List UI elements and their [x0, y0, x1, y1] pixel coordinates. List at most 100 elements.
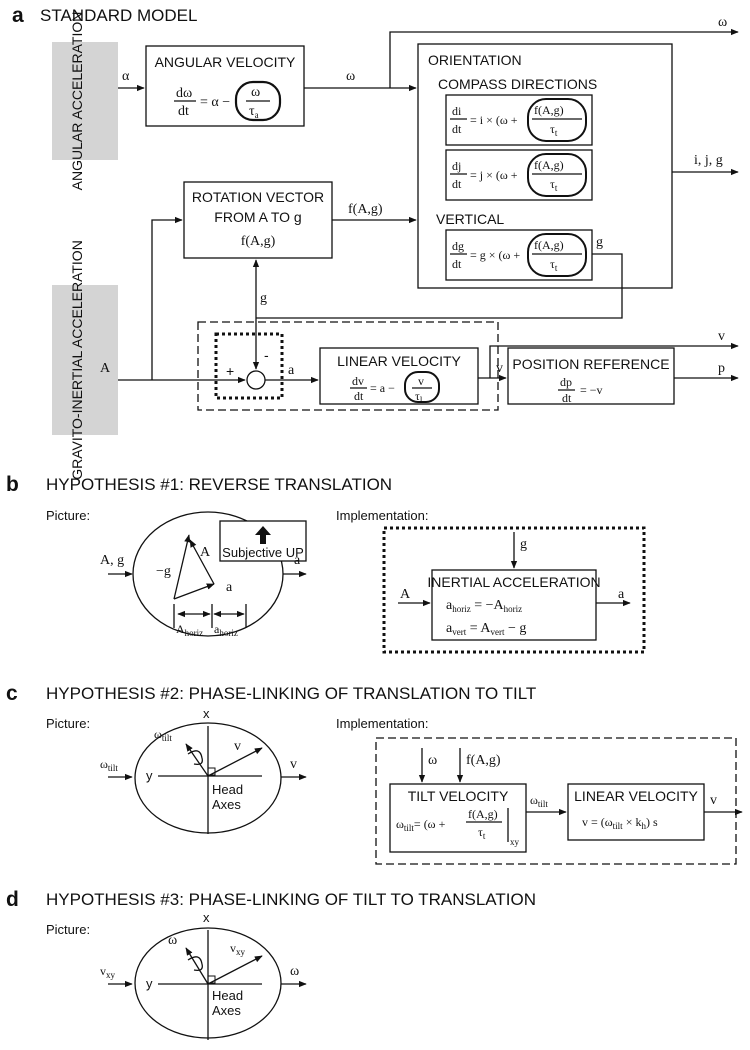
inertial-acceleration-box: [431, 569, 597, 641]
svg-text:dv: dv: [352, 374, 364, 388]
svg-text:= i × (ω +: = i × (ω +: [470, 113, 518, 127]
position-reference-box: [507, 347, 675, 405]
svg-text:p: p: [718, 361, 725, 376]
svg-text:v: v: [290, 757, 297, 772]
panel-b-implementation-label: Implementation:: [336, 508, 429, 523]
minus-sign: -: [264, 347, 269, 363]
panel-d-picture-label: Picture:: [46, 922, 90, 937]
panel-c-axes-label: Axes: [212, 797, 241, 812]
rotation-vector-expression: f(A,g): [241, 234, 276, 249]
svg-text:= a −: = a −: [370, 381, 395, 395]
panel-d-axes-label: Axes: [212, 1003, 241, 1018]
svg-text:dt: dt: [452, 177, 462, 191]
compass-i-equation: di dt = i × (ω + f(A,g) τt: [445, 94, 593, 146]
panel-c-head-label: Head: [212, 782, 243, 797]
svg-text:dt: dt: [354, 389, 364, 403]
svg-text:v: v: [418, 374, 424, 388]
svg-text:di: di: [452, 104, 462, 118]
svg-text:−g: −g: [156, 564, 171, 579]
a-vert-equation: avert = Avert − g: [446, 621, 526, 637]
compass-j-equation: dj dt = j × (ω + f(A,g) τt: [445, 149, 593, 201]
panel-c-x-label: x: [203, 706, 210, 721]
svg-text:= α −: = α −: [200, 95, 230, 110]
inertial-acceleration-label: INERTIAL ACCELERATION: [427, 574, 600, 590]
panel-c-picture-label: Picture:: [46, 716, 90, 731]
svg-text:= j × (ω +: = j × (ω +: [470, 168, 518, 182]
panel-a: a STANDARD MODEL ANGULAR ACCELERATION GR…: [12, 4, 739, 480]
svg-text:τl: τl: [415, 389, 423, 405]
panel-a-connectors: α ω ω i, j, g f(A,g) A g g a v v p: [100, 15, 739, 384]
svg-text:= −v: = −v: [580, 383, 603, 397]
plus-sign: +: [226, 363, 234, 379]
svg-text:f(A,g): f(A,g): [466, 753, 501, 768]
translation-dashed-box: [197, 321, 499, 411]
svg-text:dg: dg: [452, 239, 464, 253]
svg-text:α: α: [122, 69, 130, 84]
panel-c-axes: x y Head Axes ωtilt v ωtilt v: [100, 706, 307, 834]
panel-c-impl-connectors: ω f(A,g) ωtilt v: [418, 748, 743, 816]
svg-text:ωtilt: ωtilt: [530, 793, 548, 809]
svg-text:ω: ω: [251, 85, 260, 100]
svg-text:ωtilt: ωtilt: [154, 727, 172, 743]
svg-text:dω: dω: [176, 86, 192, 101]
svg-text:ω: ω: [718, 15, 727, 30]
svg-text:ωtilt: ωtilt: [100, 757, 118, 773]
svg-text:v: v: [718, 329, 725, 344]
svg-text:f(A,g): f(A,g): [534, 158, 564, 172]
panel-b-letter: b: [6, 473, 19, 496]
svg-text:τt: τt: [550, 257, 558, 273]
svg-text:τt: τt: [550, 177, 558, 193]
panel-b: b HYPOTHESIS #1: REVERSE TRANSLATION Pic…: [6, 473, 646, 654]
up-arrow-icon: [255, 526, 271, 544]
svg-text:dj: dj: [452, 159, 461, 173]
svg-text:g: g: [596, 235, 603, 250]
orientation-label: ORIENTATION: [428, 52, 522, 68]
svg-text:A, g: A, g: [100, 553, 124, 568]
svg-text:ω: ω: [290, 964, 299, 979]
panel-d-letter: d: [6, 888, 19, 911]
panel-b-title: HYPOTHESIS #1: REVERSE TRANSLATION: [46, 475, 392, 494]
svg-text:v: v: [496, 361, 503, 376]
angular-velocity-label: ANGULAR VELOCITY: [155, 54, 296, 70]
svg-text:v: v: [234, 739, 241, 754]
svg-text:τt: τt: [478, 825, 486, 841]
svg-text:g: g: [520, 537, 527, 552]
panel-d-head-label: Head: [212, 988, 243, 1003]
svg-text:f(A,g): f(A,g): [534, 238, 564, 252]
svg-text:f(A,g): f(A,g): [348, 202, 383, 217]
panel-c-linear-velocity-box: [567, 783, 705, 841]
gravito-inertial-block: [52, 285, 118, 435]
vertical-label: VERTICAL: [436, 211, 504, 227]
panel-c-implementation-label: Implementation:: [336, 716, 429, 731]
svg-text:ω: ω: [168, 933, 177, 948]
svg-text:dt: dt: [562, 391, 572, 405]
panel-c-linear-velocity-label: LINEAR VELOCITY: [574, 788, 698, 804]
panel-a-letter: a: [12, 4, 24, 27]
tilt-velocity-label: TILT VELOCITY: [408, 788, 509, 804]
svg-text:A: A: [100, 361, 111, 376]
svg-text:a: a: [294, 553, 301, 568]
svg-text:i, j, g: i, j, g: [694, 153, 723, 168]
panel-c-linear-velocity-equation: v = (ωtilt × kh) s: [582, 815, 658, 831]
angular-acceleration-label: ANGULAR ACCELERATION: [69, 12, 85, 191]
svg-text:dp: dp: [560, 375, 572, 389]
svg-text:xy: xy: [510, 837, 520, 847]
svg-text:f(A,g): f(A,g): [534, 103, 564, 117]
panel-d-x-label: x: [203, 910, 210, 925]
position-reference-equation: dp dt = −v: [558, 375, 603, 405]
svg-text:A: A: [400, 587, 411, 602]
svg-text:τa: τa: [249, 104, 259, 120]
svg-text:ω: ω: [428, 753, 437, 768]
panel-b-picture-label: Picture:: [46, 508, 90, 523]
linear-velocity-box: [319, 347, 479, 405]
svg-text:g: g: [260, 291, 267, 306]
svg-text:A: A: [200, 545, 211, 560]
svg-text:ωtilt= (ω +: ωtilt= (ω +: [396, 817, 446, 833]
panel-d-y-label: y: [146, 976, 153, 991]
panel-c: c HYPOTHESIS #2: PHASE-LINKING OF TRANSL…: [6, 682, 743, 865]
svg-text:τt: τt: [550, 122, 558, 138]
svg-text:f(A,g): f(A,g): [468, 807, 498, 821]
summing-junction: [246, 370, 266, 390]
svg-text:a: a: [618, 587, 625, 602]
